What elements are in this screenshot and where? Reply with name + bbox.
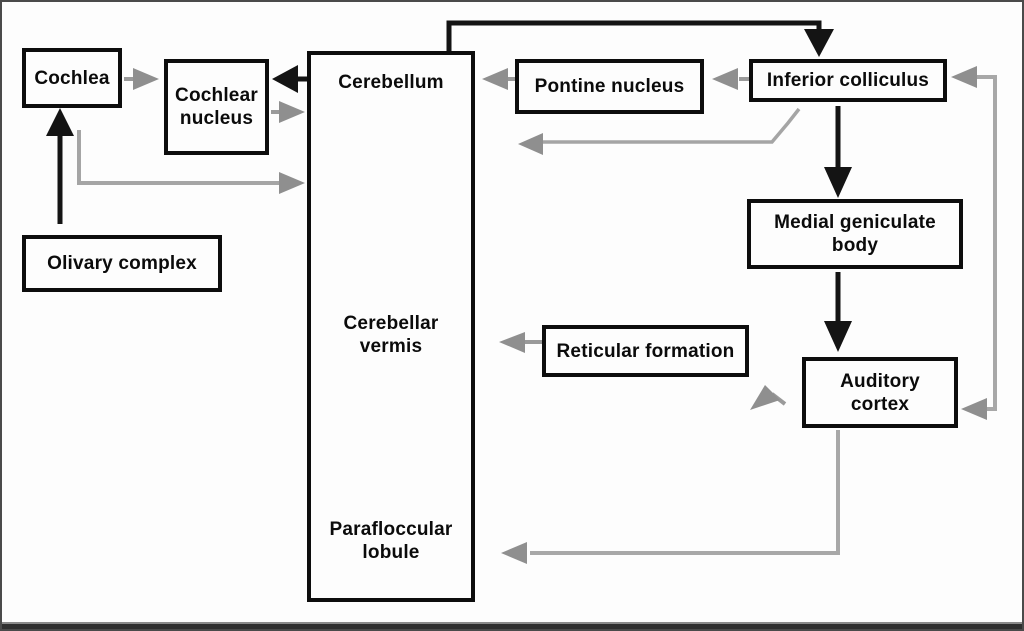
- edge-inferior-colliculus-to-cerebellum: [518, 107, 801, 155]
- edge-pontine-to-cerebellum: [482, 68, 515, 90]
- node-label-inferior-colliculus: Inferior colliculus: [766, 70, 930, 91]
- edge-cochlear-nucleus-to-cerebellum: [271, 101, 305, 123]
- node-label-cochlea: Cochlea: [34, 67, 110, 89]
- node-reticular-formation: Reticular formation: [542, 325, 749, 377]
- edge-auditory-cortex-inferior-colliculus-loop: [951, 66, 997, 420]
- edge-cerebellum-to-inferior-colliculus: [446, 20, 834, 57]
- node-pontine-nucleus: Pontine nucleus: [515, 59, 704, 114]
- node-label-cerebellar-vermis: Cerebellar vermis: [343, 313, 439, 357]
- edge-olivary-to-cochlea: [46, 108, 74, 224]
- edge-inferior-colliculus-to-pontine: [712, 68, 749, 90]
- node-label-medial-geniculate-body: Medial geniculate body: [774, 212, 936, 256]
- node-auditory-cortex: Auditory cortex: [802, 357, 958, 428]
- edge-cerebellum-to-cochlear-nucleus: [272, 65, 308, 93]
- edge-mgb-to-auditory-cortex: [824, 272, 852, 352]
- edge-reticular-to-cerebellar-vermis: [499, 332, 542, 353]
- node-inferior-colliculus: Inferior colliculus: [749, 59, 947, 102]
- node-cochlear-nucleus: Cochlear nucleus: [164, 59, 269, 155]
- node-medial-geniculate-body: Medial geniculate body: [747, 199, 963, 269]
- node-label-cochlear-nucleus: Cochlear nucleus: [175, 85, 258, 129]
- node-label-parafloccular-lobule: Parafloccular lobule: [329, 519, 453, 563]
- edge-auditory-cortex-to-reticular: [750, 385, 787, 410]
- node-label-cerebellum: Cerebellum: [338, 72, 444, 93]
- edge-olivary-to-cerebellum: [77, 130, 305, 194]
- node-label-olivary-complex: Olivary complex: [47, 253, 197, 274]
- node-olivary-complex: Olivary complex: [22, 235, 222, 292]
- edge-auditory-cortex-to-parafloccular: [501, 430, 840, 564]
- image-bottom-border: [2, 622, 1022, 629]
- edge-cochlea-to-cochlear-nucleus: [124, 68, 159, 90]
- edge-inferior-colliculus-to-mgb: [824, 106, 852, 198]
- node-label-pontine-nucleus: Pontine nucleus: [534, 76, 685, 97]
- node-label-reticular-formation: Reticular formation: [556, 340, 735, 362]
- node-label-auditory-cortex: Auditory cortex: [840, 370, 920, 415]
- node-cerebellum: Cerebellum Cerebellar vermis Parafloccul…: [307, 51, 475, 602]
- node-cochlea: Cochlea: [22, 48, 122, 108]
